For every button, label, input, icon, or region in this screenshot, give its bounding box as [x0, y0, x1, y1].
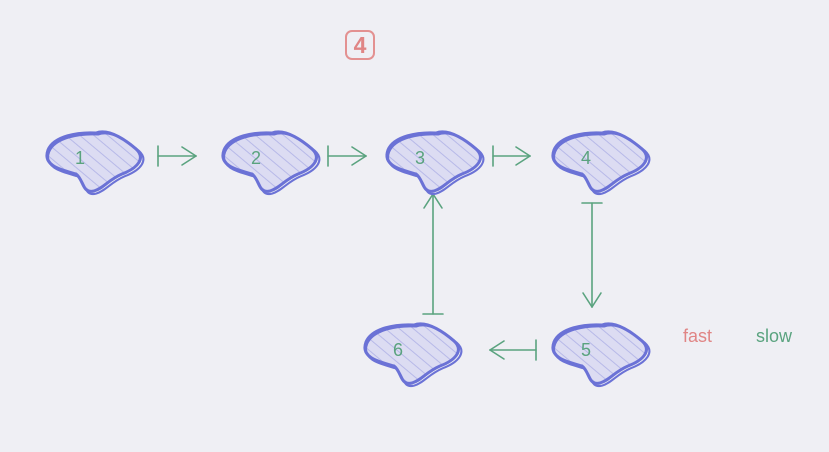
edge-layer	[157, 145, 603, 361]
list-node-3: 3	[385, 130, 485, 196]
edge-3-to-4	[492, 145, 531, 167]
list-node-1: 1	[45, 130, 145, 196]
edge-1-to-2	[157, 145, 197, 167]
list-node-6: 6	[363, 322, 463, 388]
node-label: 4	[581, 148, 591, 168]
node-label: 5	[581, 340, 591, 360]
edge-6-to-3	[422, 193, 444, 315]
node-layer: 1 2 3 4 5 6	[45, 130, 651, 388]
edge-5-to-6	[489, 339, 537, 361]
node-label: 1	[75, 148, 85, 168]
node-label: 6	[393, 340, 403, 360]
edge-4-to-5	[581, 202, 603, 308]
legend-slow-label: slow	[756, 326, 793, 346]
list-node-4: 4	[551, 130, 651, 196]
step-marker: 4	[345, 30, 375, 60]
edge-2-to-3	[327, 145, 367, 167]
node-label: 2	[251, 148, 261, 168]
legend-fast-label: fast	[683, 326, 713, 346]
list-node-5: 5	[551, 322, 651, 388]
list-node-2: 2	[221, 130, 321, 196]
node-label: 3	[415, 148, 425, 168]
